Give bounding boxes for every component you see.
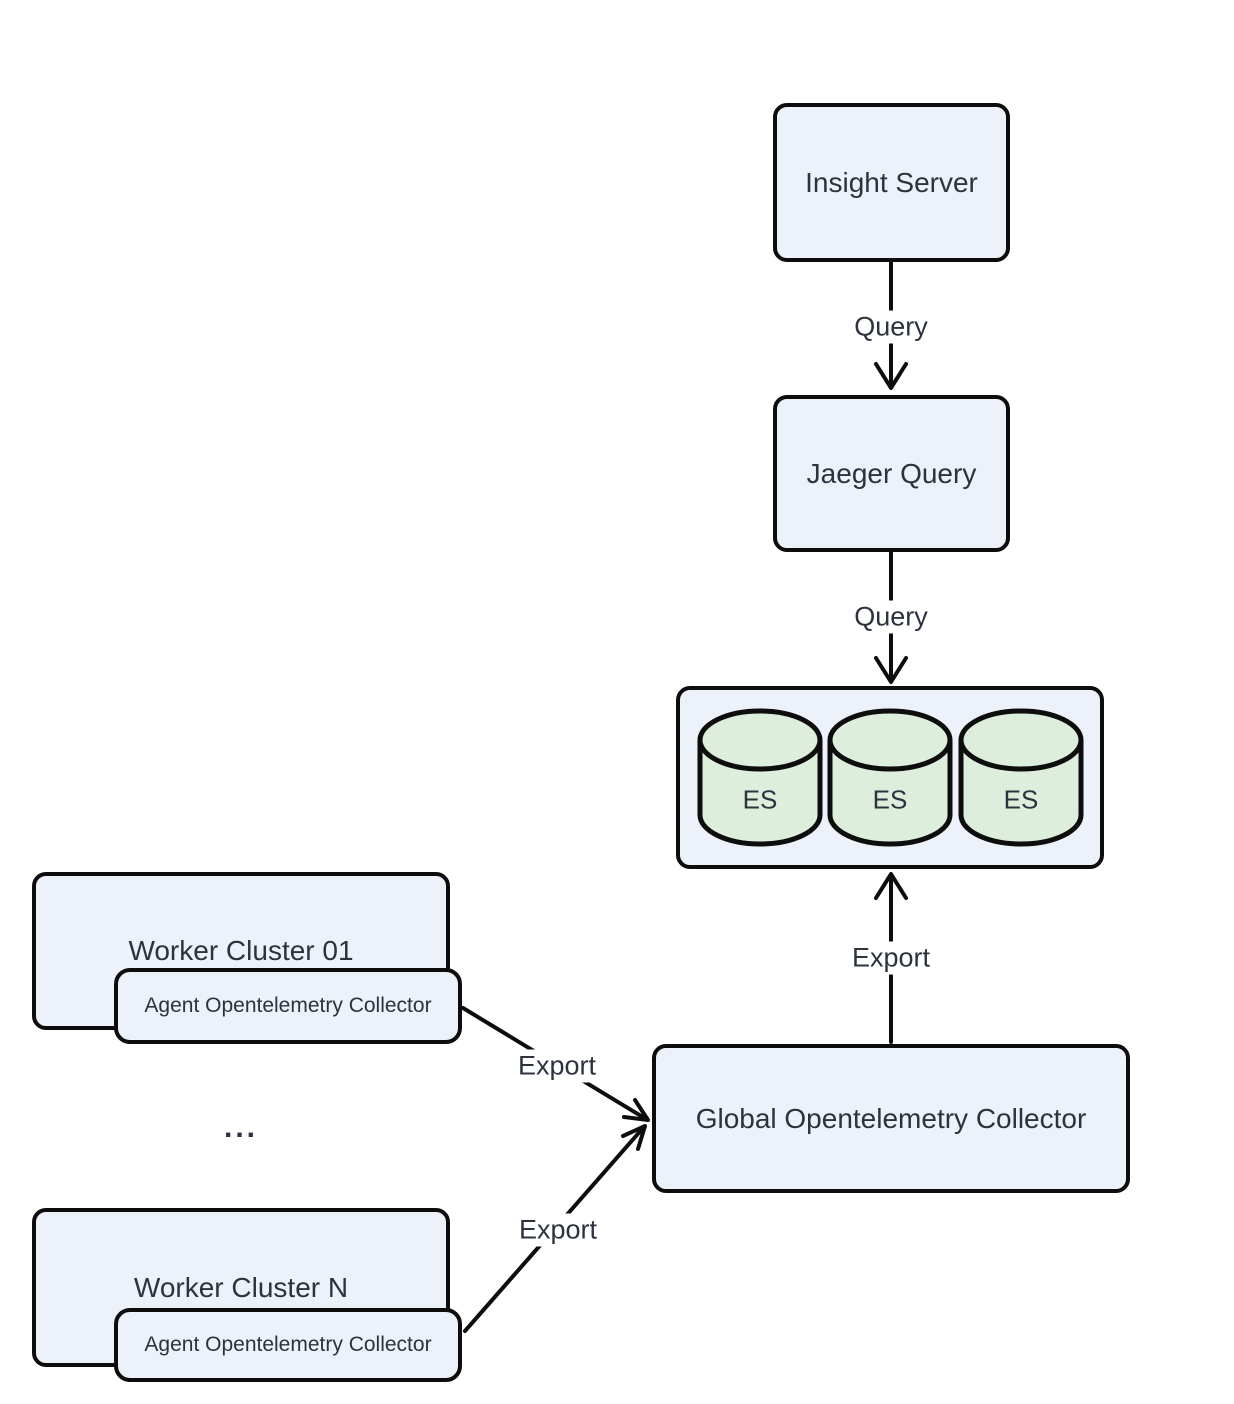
node-label: Worker Cluster N <box>133 1271 349 1303</box>
cylinder-es-2 <box>827 708 953 847</box>
edge-label-export-01: Export <box>509 1049 605 1083</box>
arrowhead-insight-to-jaeger <box>874 362 908 390</box>
node-label: Agent Opentelemetry Collector <box>144 1333 432 1357</box>
node-label: Agent Opentelemetry Collector <box>144 994 432 1018</box>
node-jaeger-query: Jaeger Query <box>773 395 1010 552</box>
cylinder-label-es-2: ES <box>872 784 908 815</box>
node-global-collector: Global Opentelemetry Collector <box>652 1044 1130 1193</box>
node-label: Global Opentelemetry Collector <box>695 1102 1087 1134</box>
cylinder-label-es-1: ES <box>742 784 778 815</box>
node-agent-collector-01: Agent Opentelemetry Collector <box>114 968 462 1044</box>
node-agent-collector-n: Agent Opentelemetry Collector <box>114 1308 462 1382</box>
cylinder-label-es-3: ES <box>1003 784 1039 815</box>
arrowhead-global-to-es <box>874 872 908 900</box>
edge-label-query-2: Query <box>846 600 936 634</box>
arrowhead-jaeger-to-es <box>874 656 908 684</box>
cylinder-es-3 <box>958 708 1084 847</box>
edge-label-query-1: Query <box>846 310 936 344</box>
node-label: Jaeger Query <box>806 457 977 489</box>
edge-label-export-n: Export <box>510 1213 606 1247</box>
edge-label-export-up: Export <box>843 941 939 975</box>
arrowhead-agentn-to-global <box>621 1124 647 1151</box>
node-label: Worker Cluster 01 <box>128 935 354 967</box>
ellipsis-separator: ... <box>223 1111 259 1144</box>
arrowhead-agent01-to-global <box>622 1098 650 1122</box>
node-insight-server: Insight Server <box>773 103 1010 262</box>
cylinder-es-1 <box>697 708 823 847</box>
node-label: Insight Server <box>805 166 978 198</box>
